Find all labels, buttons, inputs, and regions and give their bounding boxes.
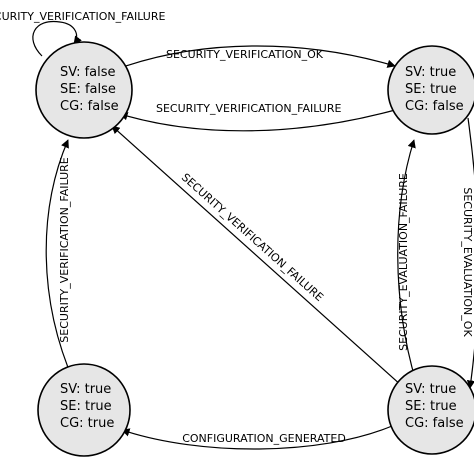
state-bottom-right-se: SE: true: [405, 399, 457, 414]
label-tr-to-br: SECURITY_EVALUATION_OK: [461, 187, 474, 337]
edge-bl-to-tl: [45, 139, 75, 383]
label-bl-to-tl: SECURITY_VERIFICATION_FAILURE: [58, 157, 71, 342]
label-self-loop-top-left: SECURITY_VERIFICATION_FAILURE: [0, 10, 165, 23]
edge-br-to-tr: [397, 139, 417, 383]
state-bottom-left-sv: SV: true: [60, 382, 111, 397]
label-br-to-tr: SECURITY_EVALUATION_FAILURE: [397, 173, 410, 351]
label-br-to-bl: CONFIGURATION_GENERATED: [182, 432, 346, 445]
label-tl-to-tr: SECURITY_VERIFICATION_OK: [166, 48, 324, 61]
edge-tl-to-tr: [119, 45, 396, 69]
label-br-to-tl-diagonal: SECURITY_VERIFICATION_FAILURE: [179, 171, 326, 304]
state-node-bottom-left: SV: true SE: true CG: true: [37, 363, 131, 457]
edge-br-to-tl-diagonal: [111, 125, 403, 387]
state-node-top-left: SV: false SE: false CG: false: [35, 41, 133, 139]
state-top-left-sv: SV: false: [60, 65, 116, 80]
state-top-left-cg: CG: false: [60, 99, 119, 114]
state-node-top-right: SV: true SE: true CG: false: [387, 45, 474, 135]
state-bottom-left-cg: CG: true: [60, 416, 114, 431]
state-bottom-left-se: SE: true: [60, 399, 112, 414]
state-bottom-right-cg: CG: false: [405, 416, 464, 431]
edge-tr-to-tl: [119, 109, 396, 132]
state-top-left-se: SE: false: [60, 82, 116, 97]
state-top-right-cg: CG: false: [405, 99, 464, 114]
edge-br-to-bl: [121, 425, 393, 450]
state-bottom-right-sv: SV: true: [405, 382, 456, 397]
label-tr-to-tl: SECURITY_VERIFICATION_FAILURE: [156, 102, 341, 115]
state-node-bottom-right: SV: true SE: true CG: false: [387, 365, 474, 455]
edge-self-loop-top-left: [32, 20, 82, 57]
state-top-right-se: SE: true: [405, 82, 457, 97]
state-top-right-sv: SV: true: [405, 65, 456, 80]
